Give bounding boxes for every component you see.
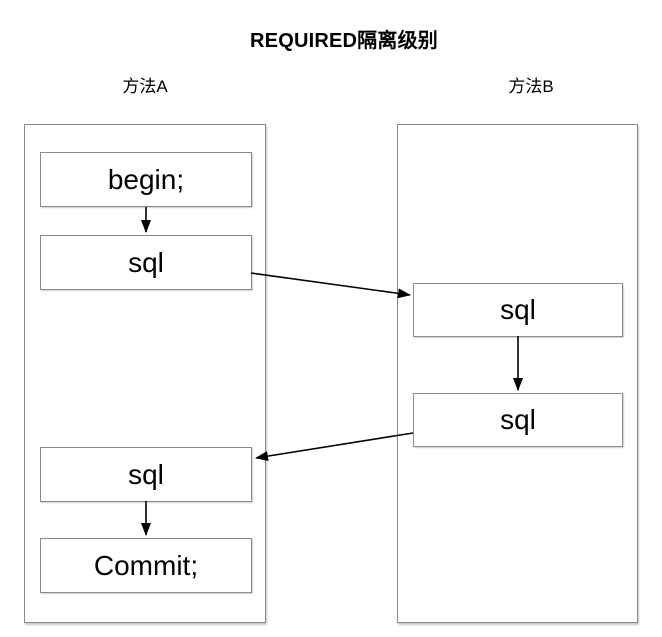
lane-header-method-b: 方法B [508,77,554,96]
lane-method-b [397,124,638,623]
diagram-title: REQUIRED隔离级别 [250,30,438,52]
arrow-sql-b2-to-sql-a2 [255,432,414,462]
node-sql-b2: sql [413,393,623,447]
node-sql-a1: sql [40,235,252,290]
node-sql-a2: sql [40,447,252,502]
lane-header-method-a: 方法A [122,77,168,96]
node-begin: begin; [40,152,252,207]
node-commit: Commit; [40,538,252,593]
node-sql-b1: sql [413,283,623,337]
arrow-sql-a1-to-sql-b1 [250,272,411,299]
